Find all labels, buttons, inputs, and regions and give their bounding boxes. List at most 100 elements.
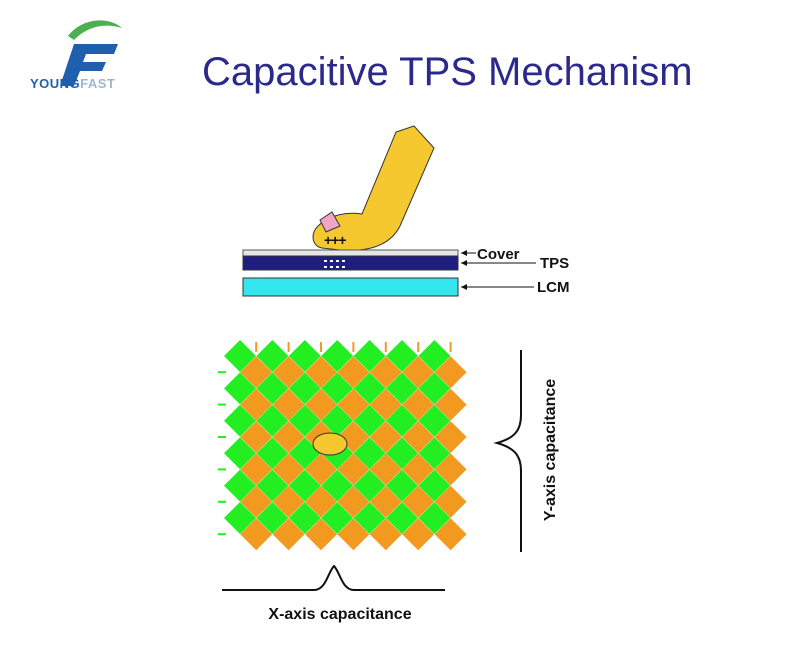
page-title: Capacitive TPS Mechanism (202, 50, 693, 94)
green-electrode (321, 404, 354, 437)
finger-icon (312, 125, 435, 251)
green-electrode (224, 502, 256, 534)
orange-electrode (434, 518, 467, 551)
green-electrode (418, 404, 451, 437)
green-electrode (418, 372, 451, 405)
cover-arrowhead (461, 250, 467, 256)
orange-electrode (240, 356, 273, 389)
orange-electrode (337, 485, 370, 518)
green-electrode (224, 340, 256, 372)
logo-f-icon (60, 44, 118, 86)
orange-electrode (402, 518, 435, 551)
orange-electrode (434, 356, 467, 389)
orange-electrode (434, 485, 467, 518)
orange-electrode (402, 453, 435, 486)
orange-electrode (434, 453, 467, 486)
electrode-grid (218, 340, 467, 551)
orange-electrode (272, 485, 305, 518)
logo-text-young: YOUNG (30, 76, 81, 91)
touch-spot (312, 432, 348, 456)
orange-electrode (402, 421, 435, 453)
lcm-layer (242, 277, 459, 297)
x-capacitance-curve (222, 564, 445, 591)
x-axis-label: X-axis capacitance (268, 606, 411, 623)
green-electrode (418, 340, 451, 372)
tps-arrowhead (461, 260, 467, 266)
green-electrode (321, 469, 354, 502)
logo-text-fast: FAST (80, 76, 116, 91)
green-electrode (256, 340, 289, 372)
orange-electrode (240, 421, 273, 453)
fingernail-icon (319, 211, 341, 233)
orange-electrode (337, 518, 370, 551)
green-electrode (321, 372, 354, 405)
green-electrode (353, 340, 386, 372)
orange-electrode (272, 421, 305, 453)
green-electrode (353, 469, 386, 502)
orange-electrode (402, 388, 435, 421)
orange-electrode (369, 453, 402, 486)
orange-electrode (272, 356, 305, 389)
logo-leaf-icon (68, 20, 122, 40)
green-electrode (288, 502, 321, 534)
green-electrode (256, 372, 289, 405)
orange-electrode (337, 356, 370, 389)
green-electrode (224, 437, 256, 470)
orange-electrode (369, 421, 402, 453)
green-electrode (386, 469, 418, 502)
tps-layer (242, 255, 459, 271)
green-electrode (288, 469, 321, 502)
orange-electrode (434, 421, 467, 453)
green-electrode (386, 372, 418, 405)
green-electrode (418, 437, 451, 470)
green-electrode (386, 404, 418, 437)
finger-charges: +++ (324, 232, 346, 248)
logo-text: YOUNGFAST (30, 76, 115, 91)
green-electrode (224, 469, 256, 502)
green-electrode (353, 372, 386, 405)
green-electrode (353, 404, 386, 437)
orange-electrode (272, 518, 305, 551)
green-electrode (224, 372, 256, 405)
cover-layer (242, 249, 459, 257)
green-electrode (256, 437, 289, 470)
green-electrode (288, 372, 321, 405)
orange-electrode (402, 356, 435, 389)
orange-electrode (240, 485, 273, 518)
orange-electrode (434, 388, 467, 421)
y-axis-label: Y-axis capacitance (542, 379, 559, 521)
green-electrode (288, 340, 321, 372)
green-electrode (256, 469, 289, 502)
green-electrode (418, 469, 451, 502)
green-electrode (386, 437, 418, 470)
orange-electrode (305, 453, 337, 486)
orange-electrode (272, 388, 305, 421)
lcm-label: LCM (537, 279, 570, 296)
green-electrode (353, 437, 386, 470)
green-electrode (321, 502, 354, 534)
cover-label: Cover (477, 246, 520, 263)
green-electrode (386, 340, 418, 372)
orange-electrode (337, 388, 370, 421)
orange-electrode (240, 388, 273, 421)
green-electrode (256, 502, 289, 534)
orange-electrode (305, 356, 337, 389)
green-electrode (353, 502, 386, 534)
green-electrode (224, 404, 256, 437)
orange-electrode (369, 356, 402, 389)
orange-electrode (369, 485, 402, 518)
orange-electrode (369, 518, 402, 551)
green-electrode (256, 404, 289, 437)
orange-electrode (272, 453, 305, 486)
orange-electrode (305, 518, 337, 551)
orange-electrode (337, 453, 370, 486)
lcm-arrowhead (461, 284, 467, 290)
green-electrode (386, 502, 418, 534)
orange-electrode (240, 453, 273, 486)
youngfast-logo (60, 20, 122, 86)
orange-electrode (305, 388, 337, 421)
orange-electrode (369, 388, 402, 421)
green-electrode (321, 340, 354, 372)
y-capacitance-curve (493, 350, 522, 552)
